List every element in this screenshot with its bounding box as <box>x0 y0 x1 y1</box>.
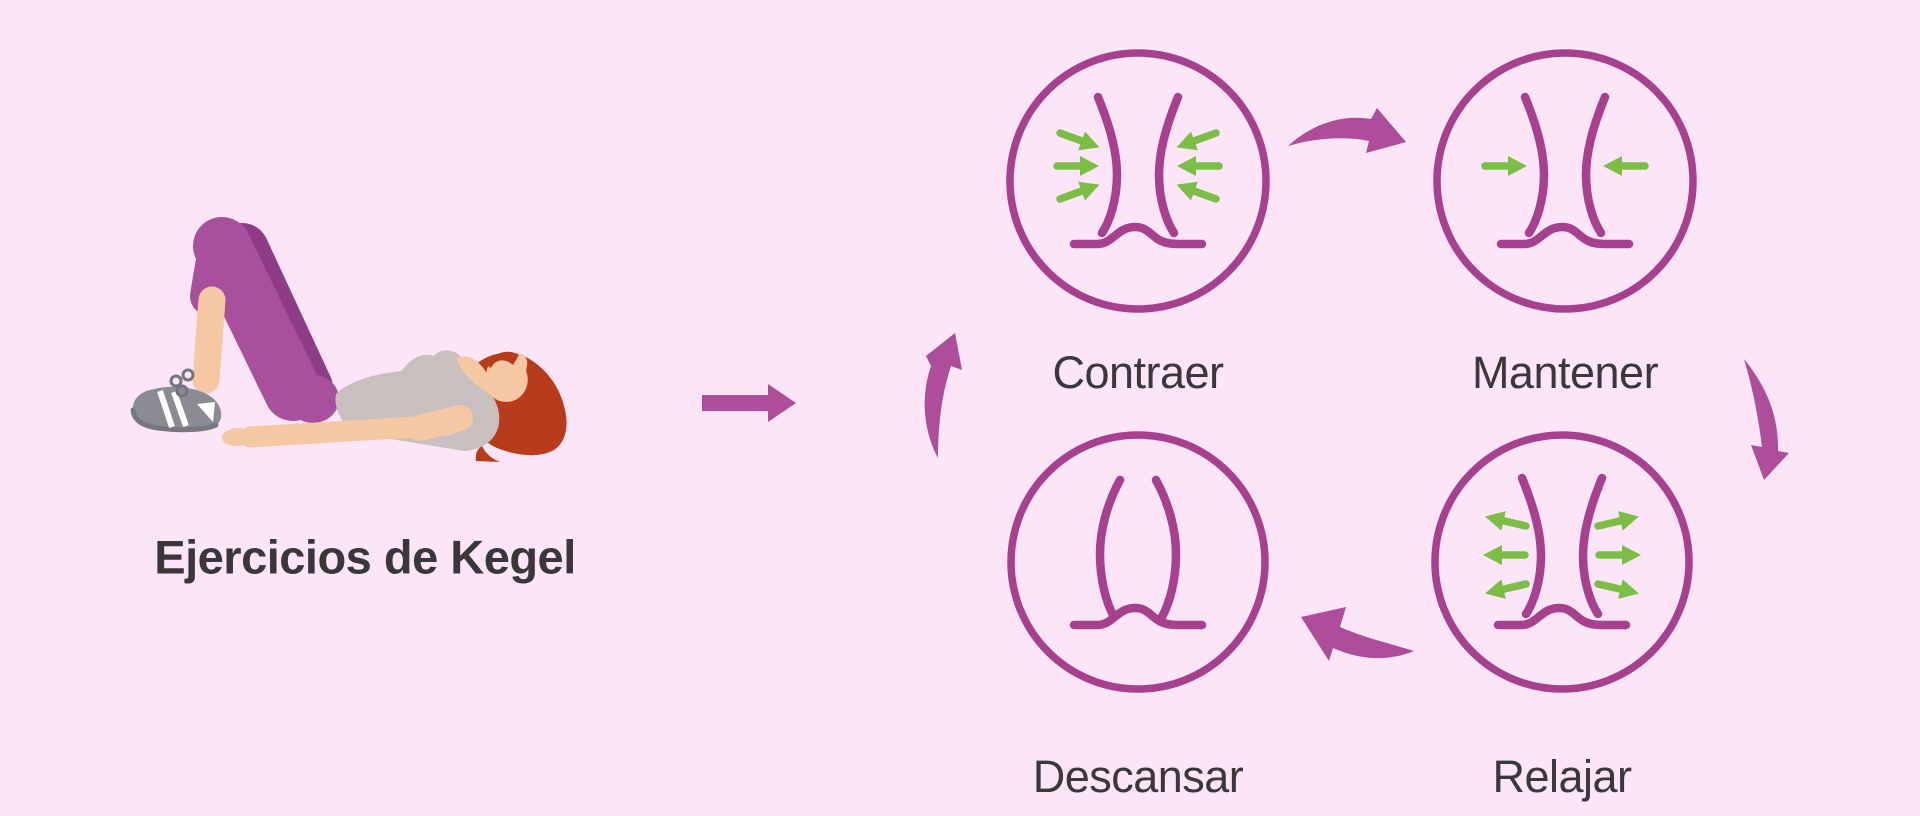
step-label-descansar: Descansar <box>1032 751 1244 802</box>
woman-hip <box>287 375 339 423</box>
woman-face <box>485 353 528 402</box>
inward-arrows-right <box>1173 124 1219 209</box>
pelvic-floor-hold-icon <box>1501 97 1629 244</box>
step-circle-contraer <box>1006 49 1270 313</box>
woman-hand <box>222 427 252 447</box>
woman-hair-strand <box>475 446 500 462</box>
outward-arrows-right <box>1596 507 1641 603</box>
pelvic-floor-contract-icon <box>1074 97 1202 244</box>
pelvic-floor-rest-icon <box>1074 480 1202 625</box>
step-circle-mantener <box>1433 49 1697 313</box>
step-circle-descansar <box>1007 431 1269 693</box>
step-label-contraer: Contraer <box>1052 347 1224 398</box>
woman-hair-fringe <box>487 351 519 368</box>
step-circle-relajar <box>1431 431 1693 693</box>
woman-sneaker <box>130 368 222 433</box>
woman-calf <box>192 286 226 394</box>
inward-arrows-left <box>1057 124 1103 209</box>
step-label-mantener: Mantener <box>1471 347 1659 398</box>
arrow-relajar-to-descansar <box>1301 607 1414 661</box>
woman-neck <box>456 356 498 400</box>
sneaker-laces <box>169 368 195 398</box>
outward-arrows-left <box>1483 507 1528 603</box>
woman-figure <box>130 217 567 462</box>
start-arrow-right <box>702 384 796 422</box>
arrow-descansar-to-contraer <box>924 333 962 458</box>
woman-forearm <box>239 414 459 448</box>
arrow-mantener-to-relajar <box>1744 359 1789 480</box>
step-label-relajar: Relajar <box>1492 751 1632 802</box>
hold-arrow-right <box>1603 156 1645 176</box>
page-title: Ejercicios de Kegel <box>154 530 576 584</box>
hold-arrow-left <box>1485 156 1527 176</box>
arrow-contraer-to-mantener <box>1288 108 1406 153</box>
